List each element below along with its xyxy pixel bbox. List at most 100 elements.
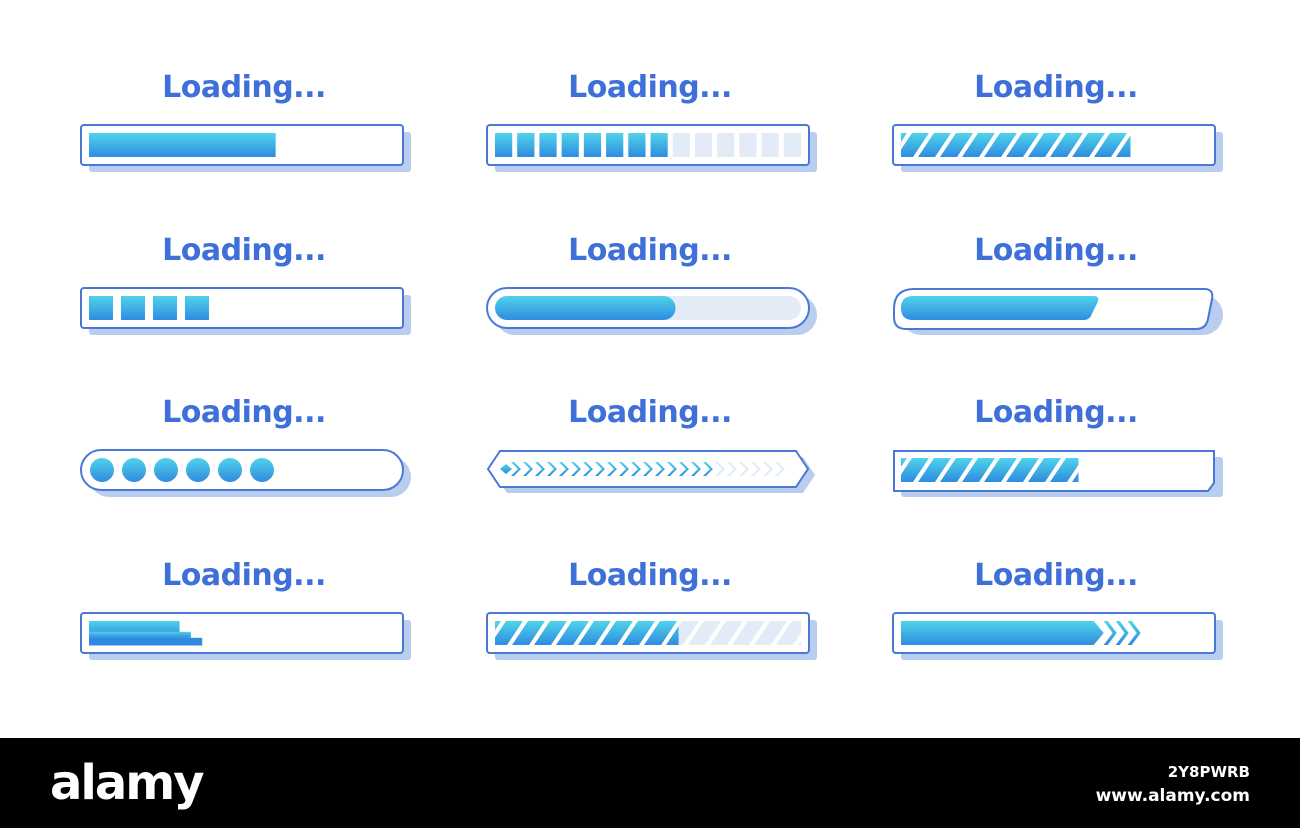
progress-bar	[893, 450, 1223, 497]
dot-filled	[90, 458, 114, 482]
stripe-gap	[617, 621, 638, 645]
chevron-filled	[559, 462, 569, 476]
watermark-footer: alamy 2Y8PWRB www.alamy.com	[0, 738, 1300, 828]
progress-bar	[486, 612, 817, 660]
stripe-gap	[1177, 458, 1198, 482]
bar-frame	[486, 450, 810, 488]
stripe-gap	[1089, 133, 1110, 157]
segment-filled	[650, 133, 668, 157]
stripe-gap	[1199, 145, 1207, 157]
chevron-empty	[751, 462, 761, 476]
chevron-filled	[547, 462, 557, 476]
progress-bar	[893, 288, 1223, 335]
chevron-filled	[607, 462, 617, 476]
loader-title: Loading...	[568, 395, 732, 430]
stripe-gap	[957, 133, 978, 157]
stripe-gap	[683, 621, 704, 645]
arrow-chevron	[1103, 621, 1117, 645]
loader-title: Loading...	[568, 70, 732, 105]
stripe-gap	[1177, 133, 1198, 157]
chevron-filled	[655, 462, 665, 476]
chevron-filled	[535, 462, 545, 476]
chevron-filled	[667, 462, 677, 476]
stripe-gap	[901, 458, 912, 475]
progress-bar	[80, 612, 411, 660]
brand-logo: alamy	[50, 755, 205, 811]
block-filled	[153, 296, 177, 320]
chevron-filled	[523, 462, 533, 476]
bar-frame	[486, 124, 810, 166]
segment-empty	[694, 133, 713, 157]
bar-fill	[901, 621, 1104, 645]
stripe-gap	[1133, 458, 1154, 482]
segment-filled	[606, 133, 624, 157]
segment-filled	[539, 133, 557, 157]
block-filled	[121, 296, 145, 320]
chevron-empty	[727, 462, 737, 476]
segment-empty	[672, 133, 690, 157]
loader-title: Loading...	[568, 558, 732, 593]
stripe-gap	[551, 621, 572, 645]
stripe-gap	[495, 621, 506, 638]
segment-empty	[761, 133, 779, 157]
chevron-empty	[739, 462, 749, 476]
stripe-gap	[913, 458, 934, 482]
stripe-gap	[793, 633, 801, 645]
stripes	[901, 458, 1207, 482]
site-url: www.alamy.com	[1095, 786, 1250, 806]
bar-fill	[89, 133, 276, 157]
progress-bar	[80, 449, 411, 497]
segment-filled	[628, 133, 646, 157]
stripe-gap	[935, 458, 956, 482]
stripe-gap	[1111, 133, 1132, 157]
stripe-gap	[507, 621, 528, 645]
stripe-gap	[1067, 458, 1088, 482]
dot-filled	[186, 458, 210, 482]
progress-bar	[486, 450, 815, 493]
loader-title: Loading...	[162, 395, 326, 430]
stripe-gap	[727, 621, 748, 645]
progress-bar	[892, 124, 1223, 172]
chevron-filled	[679, 462, 689, 476]
image-meta: 2Y8PWRB www.alamy.com	[1096, 760, 1250, 808]
stripe-gap	[935, 133, 956, 157]
stripe-gap	[979, 458, 1000, 482]
stripe-gap	[1155, 133, 1176, 157]
chevron-filled	[631, 462, 641, 476]
stripe-gap	[529, 621, 550, 645]
loader-title: Loading...	[974, 558, 1138, 593]
progress-bar	[486, 124, 817, 172]
stripe-gap	[1155, 458, 1176, 482]
stripes	[495, 621, 836, 645]
chevron-filled	[571, 462, 581, 476]
stripe-gap	[705, 621, 726, 645]
stripe-gap	[1199, 470, 1207, 482]
segment-filled	[561, 133, 579, 157]
arrow-chevron	[1127, 621, 1141, 645]
progress-bar	[486, 287, 817, 335]
bar-step	[89, 631, 191, 638]
stripe-gap	[1133, 133, 1154, 157]
bar-fill	[901, 296, 1099, 320]
stripe-gap	[957, 458, 978, 482]
segment-filled	[495, 133, 513, 157]
stripe-gap	[1089, 458, 1110, 482]
segment-filled	[583, 133, 602, 157]
stripes	[901, 133, 1207, 157]
stripe-gap	[1023, 133, 1044, 157]
stripe-gap	[815, 621, 836, 645]
image-id: 2Y8PWRB	[1167, 763, 1250, 781]
progress-bar	[80, 287, 411, 335]
chevron-empty	[763, 462, 773, 476]
bar-fill	[495, 296, 676, 320]
loader-title: Loading...	[162, 558, 326, 593]
stripe-gap	[573, 621, 594, 645]
stripe-gap	[661, 621, 682, 645]
arrow-chevron	[1115, 621, 1129, 645]
stripe-gap	[1067, 133, 1088, 157]
chevron-filled	[691, 462, 701, 476]
loader-title: Loading...	[974, 70, 1138, 105]
loader-title: Loading...	[162, 70, 326, 105]
chevron-diamond	[500, 464, 512, 474]
bar-step	[89, 637, 203, 646]
